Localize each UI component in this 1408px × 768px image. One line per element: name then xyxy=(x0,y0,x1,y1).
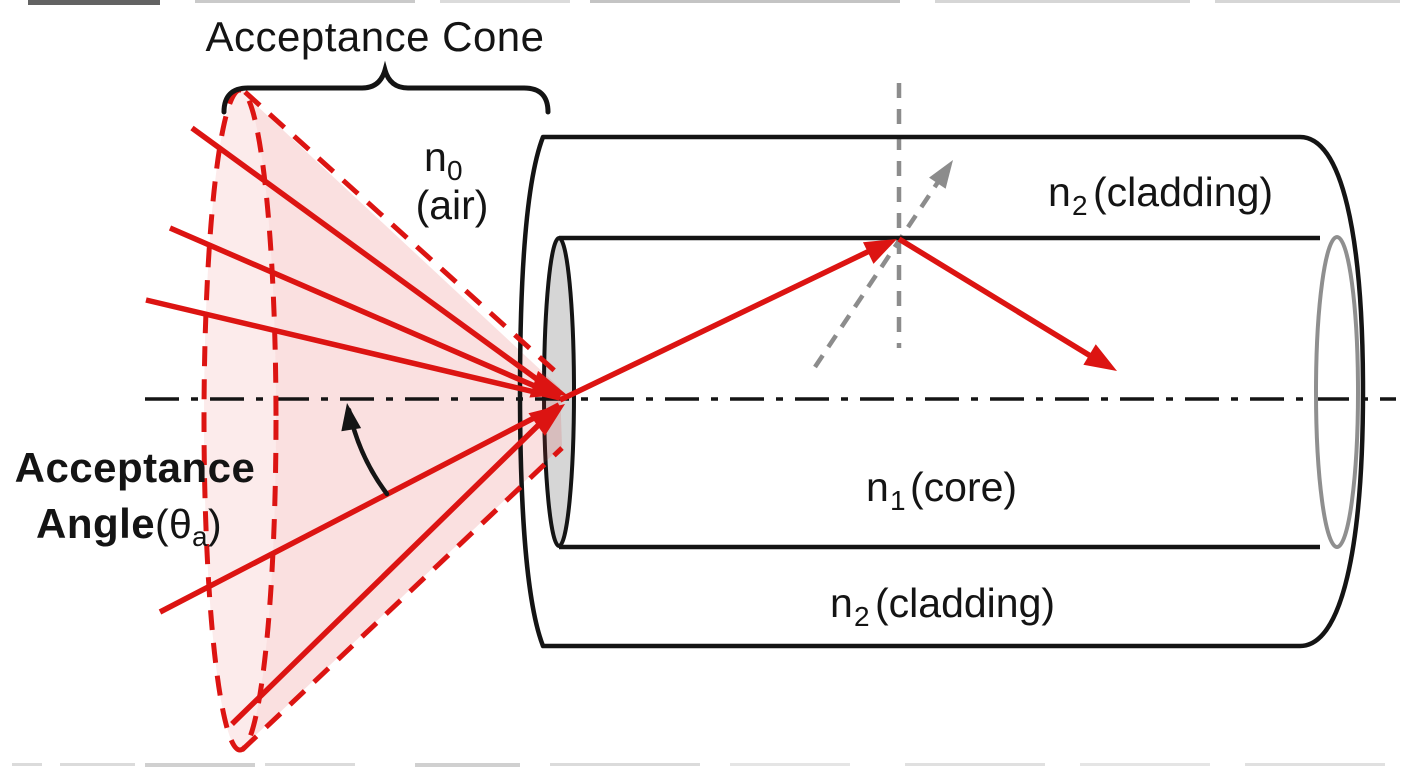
reflected-ray-arrowhead-icon xyxy=(1083,344,1117,371)
core-far-end-ellipse xyxy=(1314,235,1360,549)
core-ray-path xyxy=(558,236,1117,403)
svg-text:(: ( xyxy=(155,501,169,547)
ray-line xyxy=(168,225,562,400)
edge-noise xyxy=(12,0,1400,767)
refracted-ray-guide xyxy=(813,177,942,369)
cladding-label-bottom: n 2 (cladding) xyxy=(830,580,1055,632)
air-label: (air) xyxy=(416,182,489,228)
svg-text:(core): (core) xyxy=(910,464,1017,510)
angle-arrowhead-icon xyxy=(341,403,362,432)
svg-text:n: n xyxy=(830,580,853,626)
n0-label: n xyxy=(424,134,447,180)
reflection-guides xyxy=(813,83,953,369)
fiber-cladding-outline xyxy=(517,134,1366,649)
acceptance-angle-callout: Acceptance Angle ( θ a ) xyxy=(15,403,390,552)
cone-brace xyxy=(221,60,551,115)
svg-text:n: n xyxy=(866,464,889,510)
svg-text:2: 2 xyxy=(854,601,870,632)
reflected-core-ray xyxy=(897,236,1104,366)
ray-line xyxy=(190,125,562,399)
ray-line xyxy=(158,402,561,615)
svg-text:n: n xyxy=(1048,169,1071,215)
refracted-ray-arrowhead-icon xyxy=(929,160,953,189)
n0-subscript: 0 xyxy=(447,155,463,186)
svg-text:(cladding): (cladding) xyxy=(875,580,1055,626)
entry-arrowhead-upper-icon xyxy=(529,370,567,398)
svg-text:): ) xyxy=(208,501,222,547)
cladding-label-top: n 2 (cladding) xyxy=(1048,169,1273,221)
svg-text:1: 1 xyxy=(890,485,906,516)
cone-body-fill xyxy=(240,90,562,750)
theta-symbol: θ xyxy=(169,501,192,547)
svg-text:(cladding): (cladding) xyxy=(1093,169,1273,215)
ray-line xyxy=(145,297,561,401)
ray-line xyxy=(230,403,561,726)
acceptance-cone-fill xyxy=(204,90,562,750)
incident-ray-arrowhead-icon xyxy=(862,239,897,264)
medium-label-air: n 0 (air) xyxy=(416,134,489,228)
theta-subscript: a xyxy=(192,521,208,552)
cone-base-fill xyxy=(204,90,276,750)
svg-text:2: 2 xyxy=(1072,190,1088,221)
entry-arrowhead-lower-icon xyxy=(528,404,565,436)
acceptance-angle-line1: Acceptance xyxy=(15,444,256,491)
core-label: n 1 (core) xyxy=(866,464,1017,516)
incident-core-ray xyxy=(558,241,886,403)
acceptance-cone-title: Acceptance Cone xyxy=(205,13,544,60)
fiber-core-outline xyxy=(559,235,1360,550)
cone-upper-edge xyxy=(243,90,558,374)
cone-lower-edge xyxy=(240,446,564,752)
acceptance-cone-callout: Acceptance Cone xyxy=(205,13,551,115)
acceptance-angle-line2-word: Angle xyxy=(36,500,155,547)
incoming-rays xyxy=(145,125,567,726)
